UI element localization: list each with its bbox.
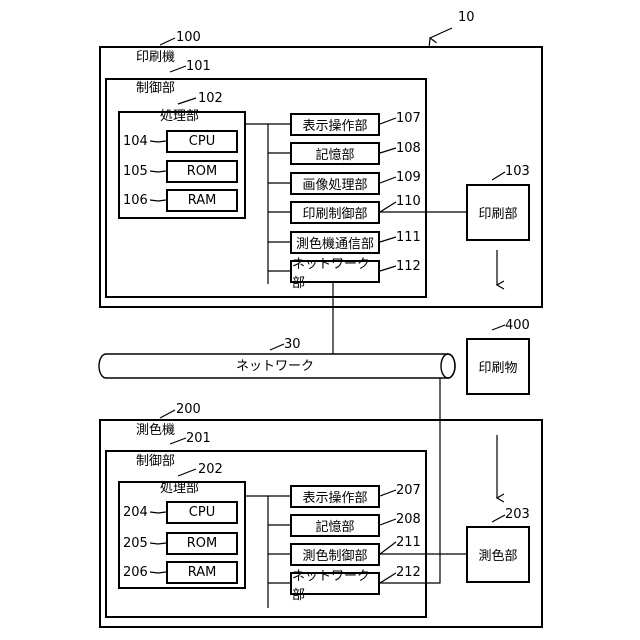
ref-system: 10 [458, 11, 475, 24]
printer-ram-ref: 106 [123, 194, 148, 207]
colorimeter-control-label: 制御部 [136, 455, 175, 468]
printer-print-ctrl-ref: 110 [396, 195, 421, 208]
printer-rom-box: ROM [166, 160, 238, 183]
colorimeter-rom-ref: 205 [123, 537, 148, 550]
printer-ram-box: RAM [166, 189, 238, 212]
colorimeter-network-unit-ref: 212 [396, 566, 421, 579]
print-unit-ref: 103 [505, 165, 530, 178]
printer-storage-ref: 108 [396, 142, 421, 155]
colorimeter-processor-label: 処理部 [160, 482, 199, 495]
printer-network-unit-ref: 112 [396, 260, 421, 273]
printer-processor-label: 処理部 [160, 110, 199, 123]
printer-cpu-box: CPU [166, 130, 238, 153]
printer-display-op-box: 表示操作部 [290, 113, 380, 136]
measure-unit-ref: 203 [505, 508, 530, 521]
printer-ref: 100 [176, 31, 201, 44]
printer-control-ref: 101 [186, 60, 211, 73]
measure-unit-box: 測色部 [466, 526, 530, 583]
colorimeter-display-op-box: 表示操作部 [290, 485, 380, 508]
colorimeter-storage-box: 記憶部 [290, 514, 380, 537]
printer-rom-ref: 105 [123, 165, 148, 178]
colorimeter-processor-ref: 202 [198, 463, 223, 476]
colorimeter-label: 測色機 [136, 424, 175, 437]
printer-label: 印刷機 [136, 51, 175, 64]
colorimeter-control-ref: 201 [186, 432, 211, 445]
printer-processor-ref: 102 [198, 92, 223, 105]
colorimeter-rom-box: ROM [166, 532, 238, 555]
network-label: ネットワーク [236, 360, 314, 373]
printer-network-unit-box: ネットワーク部 [290, 260, 380, 283]
colorimeter-ram-box: RAM [166, 561, 238, 584]
colorimeter-cpu-ref: 204 [123, 506, 148, 519]
colorimeter-network-unit-box: ネットワーク部 [290, 572, 380, 595]
colorimeter-ram-ref: 206 [123, 566, 148, 579]
printer-image-proc-ref: 109 [396, 171, 421, 184]
printer-print-ctrl-box: 印刷制御部 [290, 201, 380, 224]
printer-storage-box: 記憶部 [290, 142, 380, 165]
printer-control-label: 制御部 [136, 82, 175, 95]
colorimeter-cpu-box: CPU [166, 501, 238, 524]
colorimeter-display-op-ref: 207 [396, 484, 421, 497]
printer-colorimeter-comm-ref: 111 [396, 231, 421, 244]
printer-display-op-ref: 107 [396, 112, 421, 125]
printer-image-proc-box: 画像処理部 [290, 172, 380, 195]
colorimeter-measure-ctrl-ref: 211 [396, 536, 421, 549]
network-ref: 30 [284, 338, 301, 351]
printer-cpu-ref: 104 [123, 135, 148, 148]
printer-colorimeter-comm-box: 測色機通信部 [290, 231, 380, 254]
printed-matter-ref: 400 [505, 319, 530, 332]
printed-matter-box: 印刷物 [466, 338, 530, 395]
colorimeter-measure-ctrl-box: 測色制御部 [290, 543, 380, 566]
colorimeter-ref: 200 [176, 403, 201, 416]
colorimeter-storage-ref: 208 [396, 513, 421, 526]
print-unit-box: 印刷部 [466, 184, 530, 241]
